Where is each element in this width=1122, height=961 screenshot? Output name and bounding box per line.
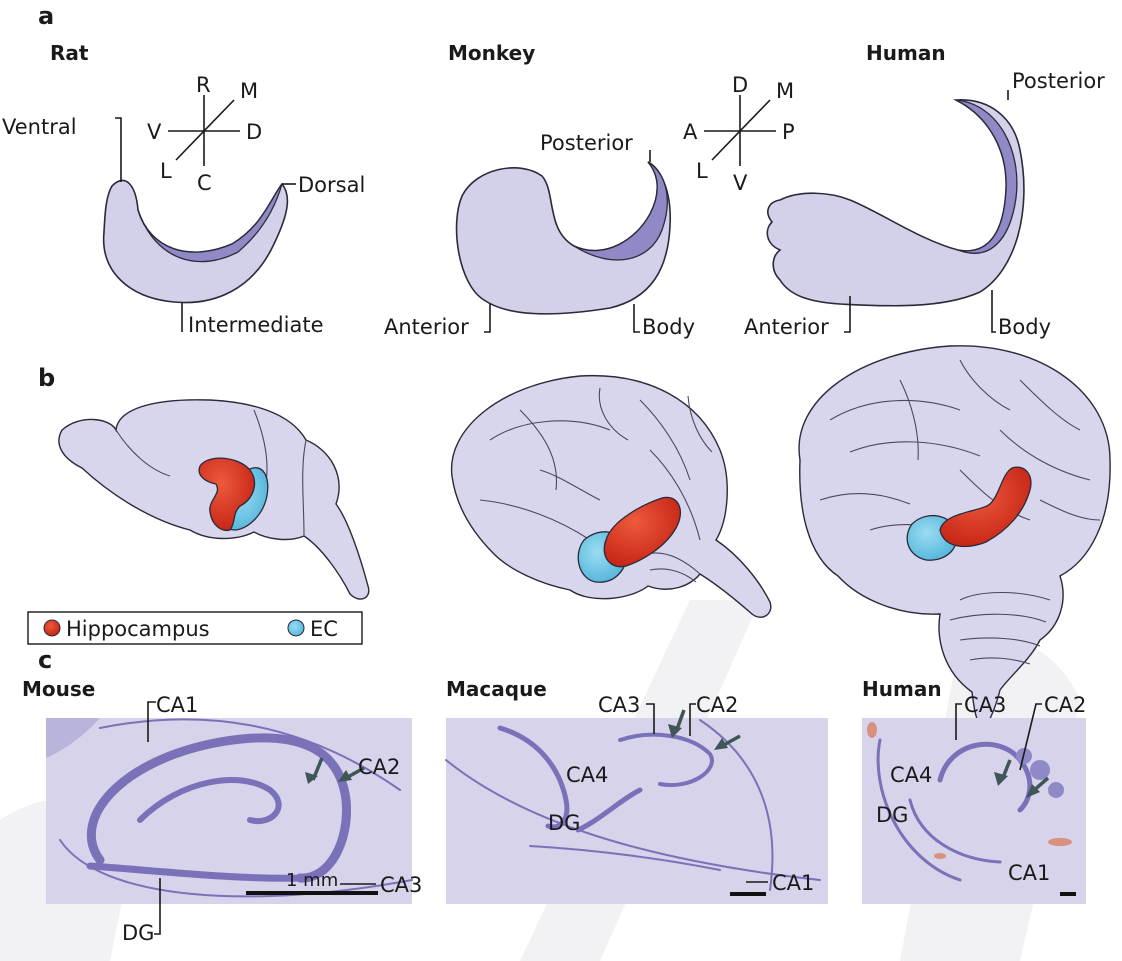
- mouse-ca1-label: CA1: [156, 693, 198, 717]
- rat-hippocampus-panel: Rat R M V D L C Ventral Dorsal Intermedi: [2, 41, 365, 337]
- macaque-ca4-label: CA4: [566, 763, 608, 787]
- rat-axis-cross: R M V D L C: [147, 73, 262, 195]
- monkey-posterior-label: Posterior: [540, 131, 633, 155]
- panel-c-label: c: [38, 646, 52, 674]
- rat-ventral-label: Ventral: [2, 115, 77, 139]
- legend: Hippocampus EC: [28, 612, 362, 644]
- human-body-label: Body: [998, 315, 1051, 339]
- mouse-dg-label: DG: [122, 921, 154, 945]
- human-axis-d: D: [732, 73, 748, 97]
- rat-axis-m: M: [240, 79, 258, 103]
- rat-axis-r: R: [196, 73, 211, 97]
- monkey-anterior-label: Anterior: [384, 315, 469, 339]
- human-axis-m: M: [776, 79, 794, 103]
- panel-a: a Rat R M V D L C Ventral Dorsal: [2, 2, 1105, 339]
- panel-a-label: a: [38, 2, 54, 30]
- mouse-scale-label: 1 mm: [286, 870, 338, 891]
- human-title: Human: [866, 41, 946, 65]
- macaque-ca3-label: CA3: [598, 693, 640, 717]
- rat-intermediate-label: Intermediate: [188, 313, 324, 337]
- monkey-title: Monkey: [448, 41, 535, 65]
- human-axis-p: P: [782, 120, 795, 144]
- rat-dorsal-label: Dorsal: [298, 173, 365, 197]
- human-hippocampus-panel: Human D M A P L V Posterior Anterior Bod: [683, 41, 1105, 339]
- macaque-title: Macaque: [446, 677, 547, 701]
- panel-c: c Mouse CA1 CA2 CA3 DG: [22, 646, 1086, 945]
- legend-ec-label: EC: [310, 617, 338, 641]
- human-posterior-label: Posterior: [1012, 69, 1105, 93]
- monkey-hippocampus-shape: [457, 162, 671, 314]
- human-ca2-label: CA2: [1044, 693, 1086, 717]
- human-section-panel: Human CA3 CA2 CA4 DG CA1: [862, 677, 1086, 904]
- monkey-body-label: Body: [642, 315, 695, 339]
- rat-axis-l: L: [160, 159, 172, 183]
- rat-axis-c: C: [197, 171, 212, 195]
- legend-hippocampus-label: Hippocampus: [66, 617, 210, 641]
- human-axis-a: A: [683, 120, 698, 144]
- human-hippocampus-shape: [767, 100, 1024, 306]
- human-ca1-label: CA1: [1008, 861, 1050, 885]
- legend-ec-swatch: [288, 620, 304, 636]
- human-section-title: Human: [862, 677, 942, 701]
- macaque-dg-label: DG: [548, 811, 580, 835]
- monkey-hippocampus-panel: Monkey Posterior Anterior Body: [384, 41, 695, 339]
- macaque-ca2-label: CA2: [696, 693, 738, 717]
- macaque-section-panel: Macaque CA3 CA2 CA4 DG CA1: [446, 677, 828, 904]
- rat-hippocampus-shape: [104, 180, 288, 302]
- panel-b: b: [28, 346, 1110, 730]
- human-dg-label: DG: [876, 803, 908, 827]
- rat-title: Rat: [50, 41, 89, 65]
- human-axis-cross: D M A P L V: [683, 73, 795, 195]
- legend-hippocampus-swatch: [44, 620, 60, 636]
- panel-b-label: b: [38, 364, 55, 392]
- rat-axis-d: D: [246, 120, 262, 144]
- rat-axis-v: V: [147, 120, 162, 144]
- mouse-title: Mouse: [22, 677, 95, 701]
- human-ca4-label: CA4: [890, 763, 932, 787]
- mouse-ca3-label: CA3: [380, 873, 422, 897]
- mouse-ca2-label: CA2: [358, 755, 400, 779]
- human-axis-v: V: [733, 171, 748, 195]
- human-anterior-label: Anterior: [744, 315, 829, 339]
- macaque-ca1-label: CA1: [772, 871, 814, 895]
- human-ca3-label: CA3: [964, 693, 1006, 717]
- monkey-brain: [452, 376, 771, 618]
- human-axis-l: L: [696, 159, 708, 183]
